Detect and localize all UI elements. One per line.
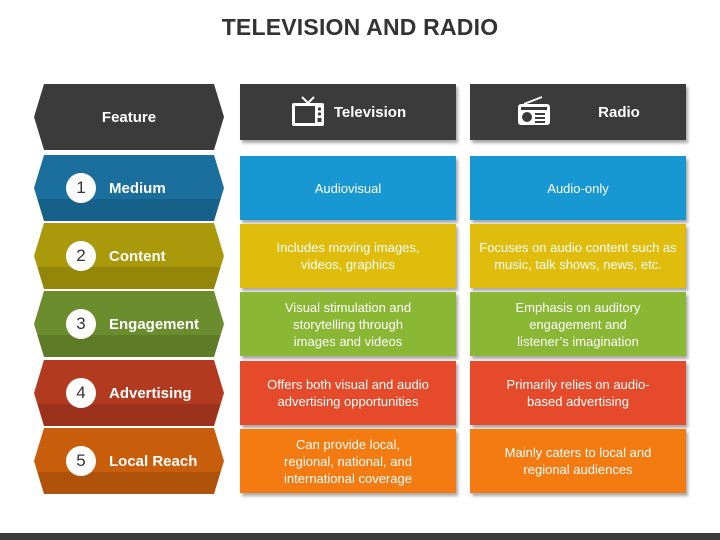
- bottom-bar: [0, 533, 720, 540]
- feature-row-5: 5 Local Reach: [34, 428, 224, 494]
- feature-label: Content: [109, 247, 166, 265]
- row-shade: [34, 404, 224, 426]
- television-cell-text: Audiovisual: [314, 180, 382, 196]
- radio-cell-1: Audio-only: [470, 156, 686, 220]
- television-cell-5: Can provide local, regional, national, a…: [240, 429, 456, 493]
- television-header-label: Television: [333, 103, 407, 121]
- television-cell-text: Visual stimulation and storytelling thro…: [284, 299, 412, 349]
- feature-label: Medium: [109, 179, 166, 197]
- radio-cell-4: Primarily relies on audio-based advertis…: [470, 361, 686, 425]
- radio-header-label: Radio: [598, 103, 640, 121]
- radio-cell-text: Focuses on audio content such as music, …: [479, 240, 677, 272]
- television-cell-text: Offers both visual and audio advertising…: [267, 377, 429, 409]
- row-number-badge: 5: [66, 446, 96, 476]
- feature-header: Feature: [34, 84, 224, 150]
- feature-header-label: Feature: [101, 108, 157, 126]
- radio-cell-text: Mainly caters to local and regional audi…: [504, 445, 652, 477]
- tv-icon: [290, 96, 326, 128]
- television-cell-1: Audiovisual: [240, 156, 456, 220]
- row-number-badge: 3: [66, 309, 96, 339]
- television-cell-text: Can provide local, regional, national, a…: [284, 436, 412, 486]
- radio-icon: [516, 96, 552, 128]
- feature-row-1: 1 Medium: [34, 155, 224, 221]
- radio-cell-text: Emphasis on auditory engagement and list…: [515, 299, 641, 349]
- television-cell-4: Offers both visual and audio advertising…: [240, 361, 456, 425]
- page-title: TELEVISION AND RADIO: [221, 14, 499, 40]
- feature-label: Local Reach: [109, 452, 198, 470]
- feature-row-2: 2 Content: [34, 223, 224, 289]
- row-number-badge: 4: [66, 378, 96, 408]
- television-cell-2: Includes moving images, videos, graphics: [240, 224, 456, 288]
- radio-cell-text: Primarily relies on audio-based advertis…: [506, 377, 650, 409]
- television-cell-text: Includes moving images, videos, graphics: [276, 240, 420, 272]
- radio-cell-5: Mainly caters to local and regional audi…: [470, 429, 686, 493]
- feature-row-4: 4 Advertising: [34, 360, 224, 426]
- row-shade: [34, 335, 224, 357]
- feature-label: Advertising: [109, 384, 192, 402]
- row-number-badge: 1: [66, 173, 96, 203]
- feature-label: Engagement: [109, 315, 200, 333]
- feature-row-3: 3 Engagement: [34, 291, 224, 357]
- radio-cell-text: Audio-only: [547, 180, 609, 196]
- row-shade: [34, 199, 224, 221]
- radio-cell-3: Emphasis on auditory engagement and list…: [470, 292, 686, 356]
- television-header: Television: [240, 84, 456, 140]
- row-number-badge: 2: [66, 241, 96, 271]
- radio-header: Radio: [470, 84, 686, 140]
- television-cell-3: Visual stimulation and storytelling thro…: [240, 292, 456, 356]
- row-shade: [34, 472, 224, 494]
- radio-cell-2: Focuses on audio content such as music, …: [470, 224, 686, 288]
- row-shade: [34, 267, 224, 289]
